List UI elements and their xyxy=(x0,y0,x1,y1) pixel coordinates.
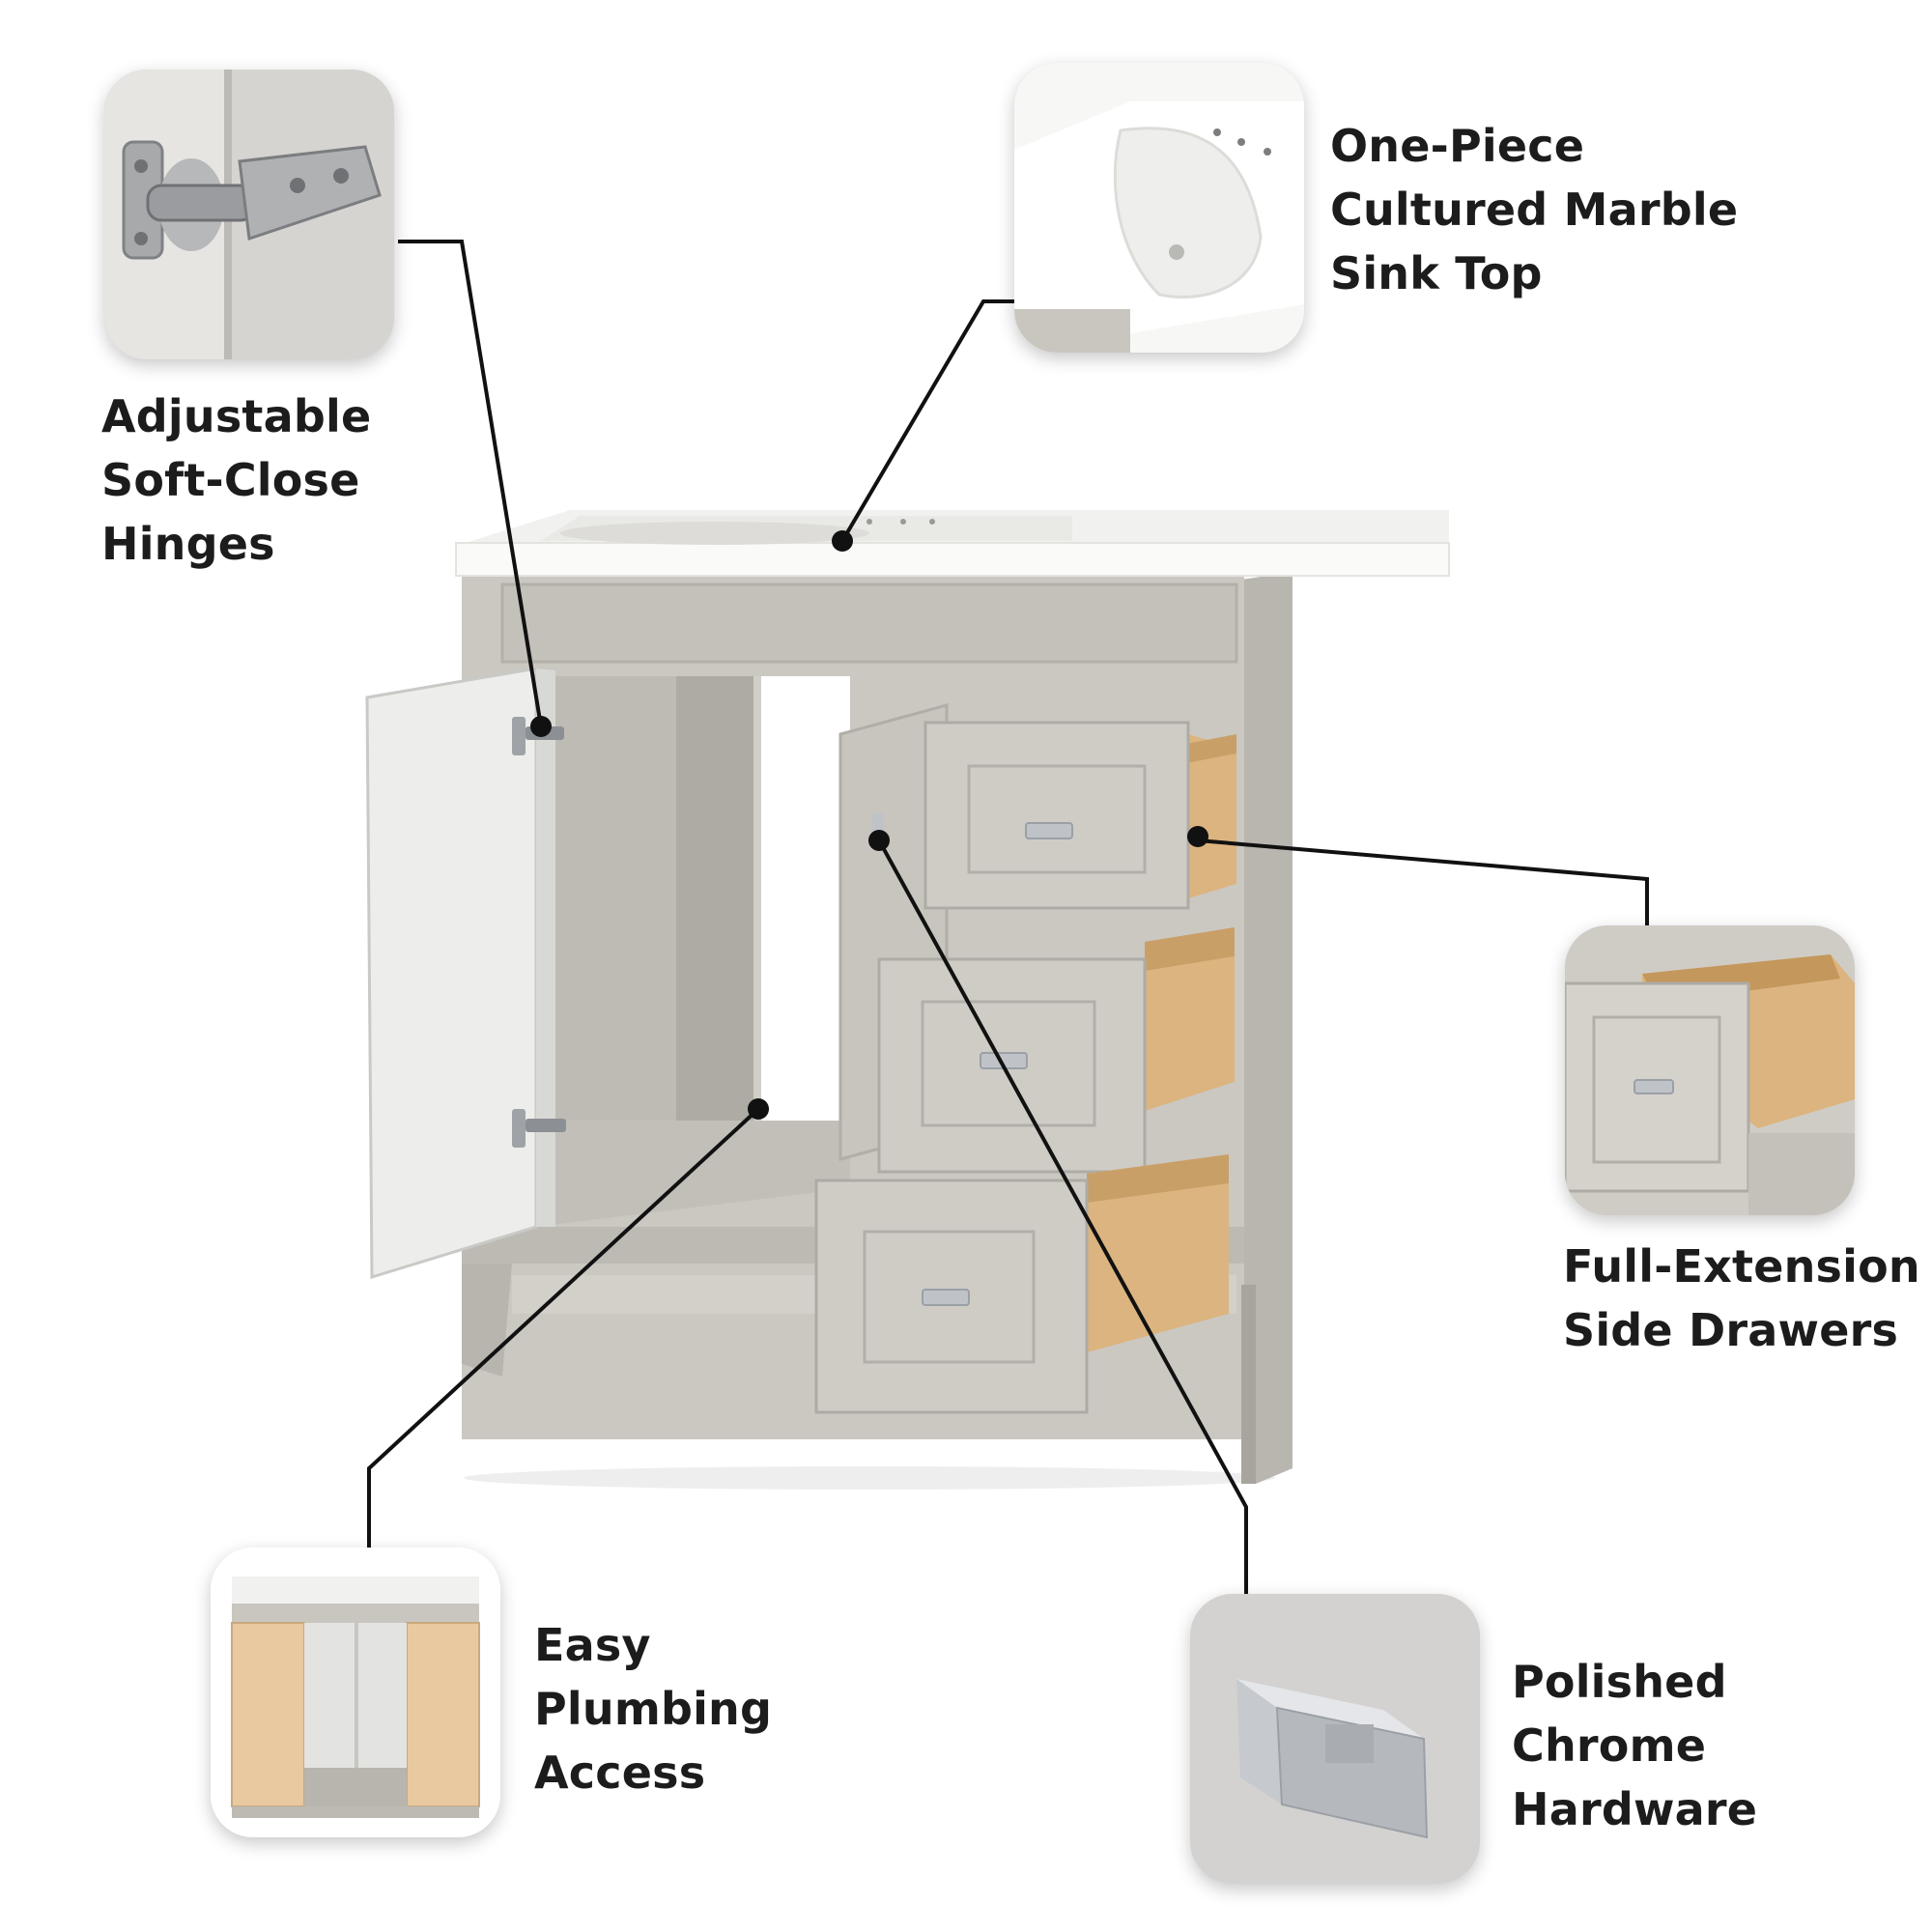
hinges-callout: Adjustable Soft-Close Hinges xyxy=(101,384,371,576)
hinges-callout-line-1: Adjustable xyxy=(101,390,372,442)
chrome-pull-icon xyxy=(1190,1594,1480,1884)
leader-lines xyxy=(367,240,1649,1594)
hinge-thumbnail xyxy=(104,70,394,359)
hinges-callout-line-3: Hinges xyxy=(101,518,275,570)
leader-dots xyxy=(530,530,1208,1120)
hardware-callout: Polished Chrome Hardware xyxy=(1512,1650,1757,1841)
cabinet-back-icon xyxy=(211,1548,500,1837)
sink-callout: One-Piece Cultured Marble Sink Top xyxy=(1330,114,1738,305)
plumbing-callout-line-3: Access xyxy=(534,1747,706,1799)
hardware-thumbnail xyxy=(1190,1594,1480,1884)
sink-callout-line-2: Cultured Marble xyxy=(1330,184,1739,236)
hinges-callout-line-2: Soft-Close xyxy=(101,454,360,506)
drawers-callout-line-2: Side Drawers xyxy=(1563,1304,1899,1356)
hardware-callout-line-2: Chrome xyxy=(1512,1719,1707,1772)
sink-callout-line-1: One-Piece xyxy=(1330,120,1585,172)
hinge-icon xyxy=(104,70,394,359)
sink-icon xyxy=(1014,63,1304,353)
sink-callout-line-3: Sink Top xyxy=(1330,247,1543,299)
plumbing-thumbnail xyxy=(211,1548,500,1837)
drawer-thumbnail xyxy=(1565,925,1855,1215)
drawer-icon xyxy=(1565,925,1855,1215)
drawers-callout: Full-Extension Side Drawers xyxy=(1563,1235,1920,1362)
plumbing-callout: Easy Plumbing Access xyxy=(534,1613,772,1804)
hardware-callout-line-1: Polished xyxy=(1512,1656,1727,1708)
plumbing-callout-line-1: Easy xyxy=(534,1619,651,1671)
sink-thumbnail xyxy=(1014,63,1304,353)
hardware-callout-line-3: Hardware xyxy=(1512,1783,1758,1835)
drawers-callout-line-1: Full-Extension xyxy=(1563,1240,1920,1293)
plumbing-callout-line-2: Plumbing xyxy=(534,1683,773,1735)
